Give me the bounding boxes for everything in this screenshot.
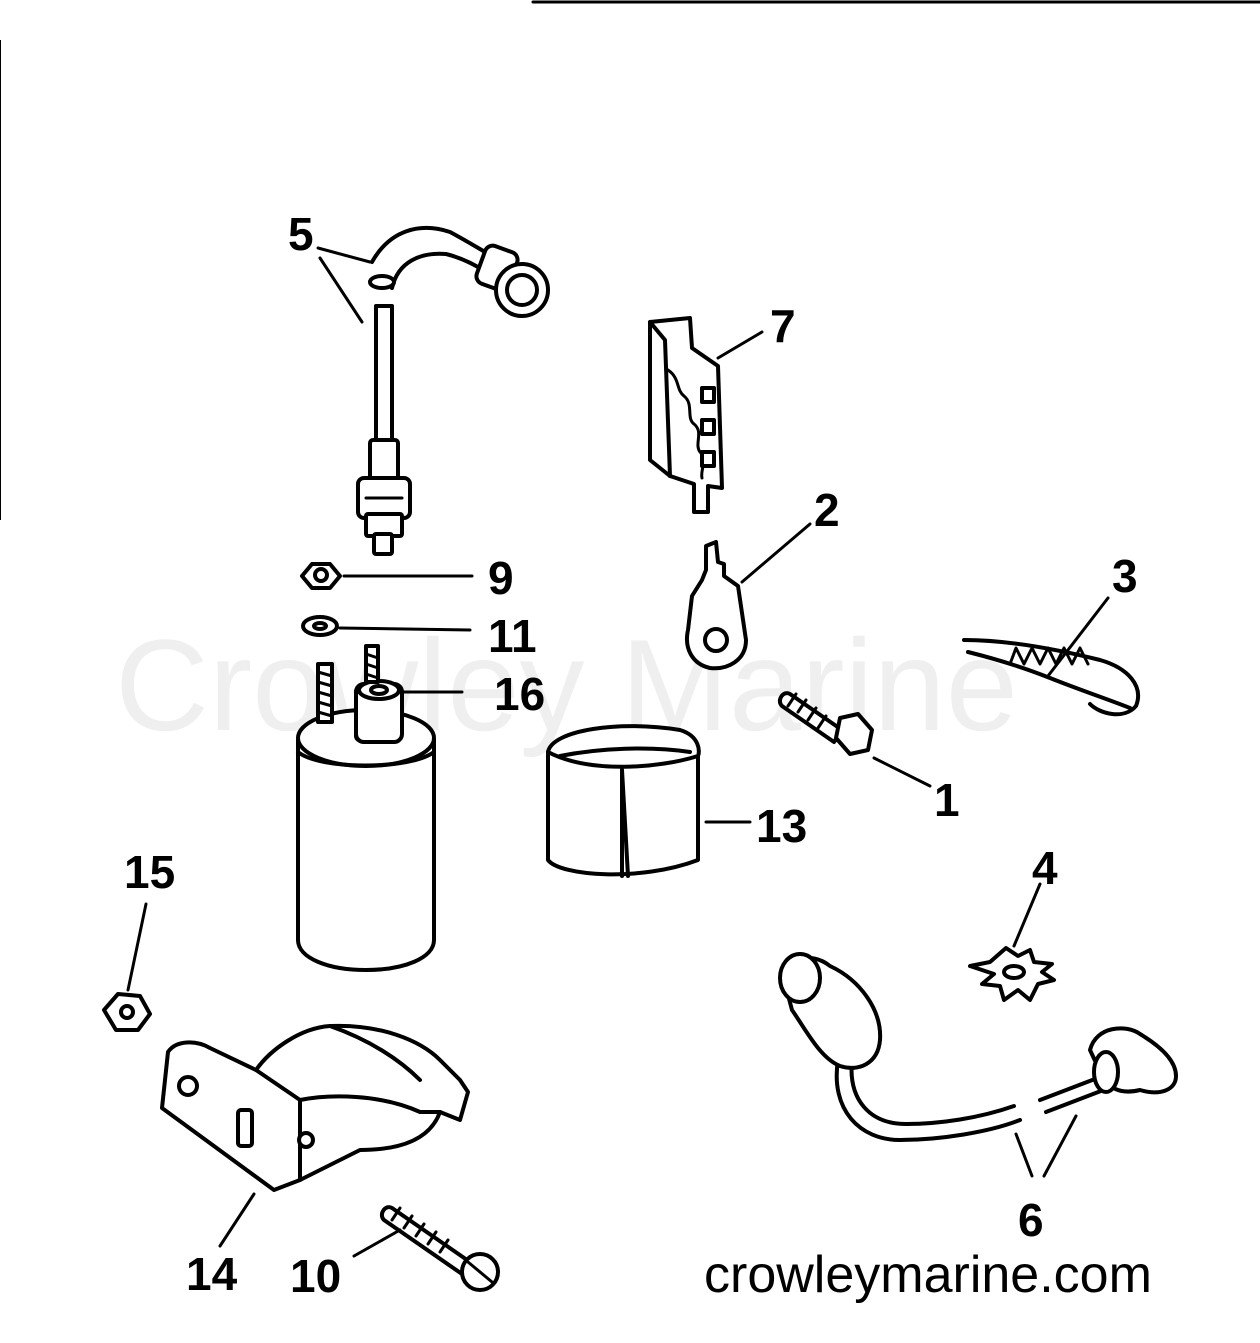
- part-16-ignition-coil: [296, 644, 436, 972]
- part-13-sleeve: [546, 724, 701, 878]
- part-6-spark-plug-lead: [778, 952, 1178, 1142]
- leader-6a: [1014, 1132, 1034, 1178]
- site-url: crowleymarine.com: [704, 1246, 1152, 1304]
- part-5-coil-lead: [356, 226, 550, 556]
- part-11-lockwasher: [301, 615, 339, 637]
- callout-16: 16: [494, 668, 545, 720]
- part-7-terminal-block: [648, 316, 724, 514]
- part-10-screw: [379, 1205, 500, 1292]
- leader-15: [126, 902, 148, 992]
- leader-6b: [1042, 1114, 1078, 1178]
- callout-3: 3: [1112, 550, 1138, 602]
- callout-4: 4: [1032, 842, 1058, 894]
- leader-5b: [318, 256, 364, 324]
- callout-14: 14: [186, 1248, 238, 1300]
- part-15-nut: [102, 992, 152, 1032]
- part-14-bracket: [160, 1023, 470, 1192]
- leader-4: [1012, 882, 1042, 948]
- leader-5a: [316, 246, 372, 264]
- leader-7: [716, 330, 764, 360]
- part-2-ground-terminal: [685, 540, 748, 671]
- part-9-nut: [300, 562, 342, 590]
- callout-7: 7: [770, 300, 796, 352]
- leader-3: [1046, 596, 1110, 678]
- part-4-star-washer: [968, 946, 1056, 1002]
- callout-9: 9: [488, 552, 514, 604]
- callout-5: 5: [288, 208, 314, 260]
- frame-lines: [0, 0, 1260, 520]
- part-3-spring-clip: [962, 638, 1140, 717]
- callout-11: 11: [488, 610, 537, 662]
- callout-10: 10: [290, 1250, 341, 1302]
- leader-2: [740, 522, 812, 584]
- leader-10: [352, 1228, 402, 1258]
- callout-2: 2: [814, 484, 840, 536]
- callout-15: 15: [124, 846, 175, 898]
- part-1-screw: [777, 691, 874, 756]
- leader-1: [872, 756, 932, 788]
- callout-6: 6: [1018, 1194, 1044, 1246]
- callout-13: 13: [756, 800, 807, 852]
- callout-1: 1: [934, 774, 960, 826]
- leader-14: [218, 1192, 256, 1248]
- leader-11: [338, 626, 472, 632]
